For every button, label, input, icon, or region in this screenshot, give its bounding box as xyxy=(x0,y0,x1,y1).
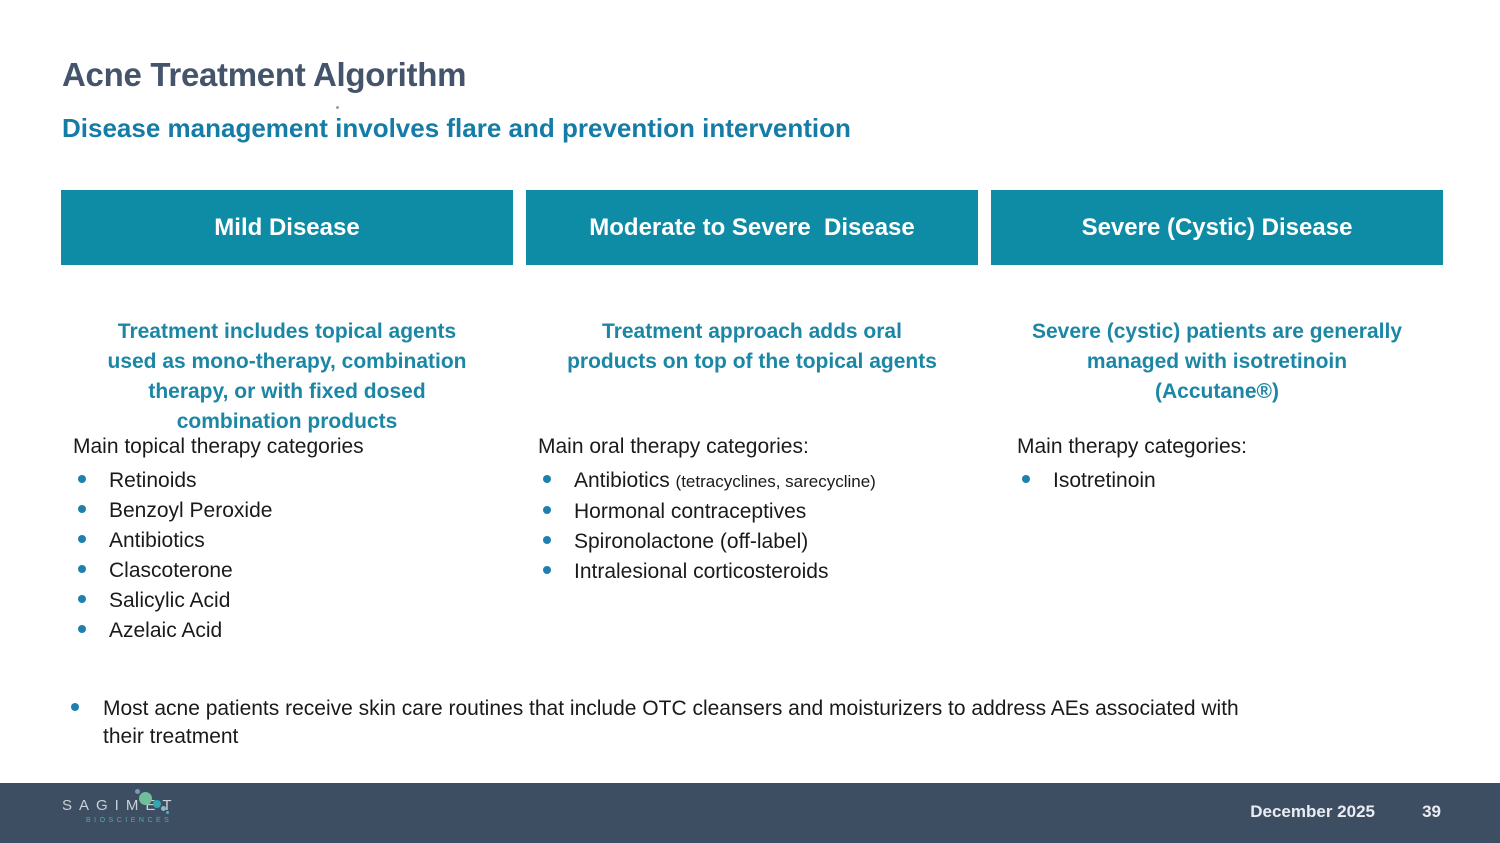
moderate-severe-header: Moderate to Severe Disease xyxy=(526,190,978,265)
list-item-text: Antibiotics xyxy=(109,529,205,552)
bullet-icon xyxy=(78,625,86,633)
moderate-severe-summary: Treatment approach adds oral products on… xyxy=(526,265,978,433)
logo-dot-icon xyxy=(139,792,152,805)
bullet-icon xyxy=(78,505,86,513)
footnote-text: Most acne patients receive skin care rou… xyxy=(103,697,1239,748)
footer-bar: SAGIMET BIOSCIENCES December 2025 39 xyxy=(0,783,1500,843)
list-item-text: Benzoyl Peroxide xyxy=(109,499,273,522)
list-item: Antibiotics xyxy=(61,526,513,556)
logo-dot-icon xyxy=(161,806,166,811)
logo-dots-icon xyxy=(0,783,1500,843)
list-item: Antibiotics (tetracyclines, sarecycline) xyxy=(526,466,978,497)
page-number: 39 xyxy=(1422,802,1441,821)
column-severe-cystic-disease: Severe (Cystic) Disease Severe (cystic) … xyxy=(991,190,1443,646)
footer-date: December 2025 xyxy=(1250,802,1375,821)
list-item-text: Antibiotics (tetracyclines, sarecycline) xyxy=(574,466,876,497)
mild-disease-list: Main topical therapy categories Retinoid… xyxy=(61,433,513,646)
mild-disease-summary-text: Treatment includes topical agents used a… xyxy=(107,320,467,433)
bullet-icon xyxy=(1022,475,1030,483)
moderate-severe-list: Main oral therapy categories: Antibiotic… xyxy=(526,433,978,587)
list-item: Intralesional corticosteroids xyxy=(526,557,978,587)
list-item-text: Hormonal contraceptives xyxy=(574,500,807,523)
list-item-text: Retinoids xyxy=(109,469,197,492)
bullet-icon xyxy=(78,565,86,573)
bullet-icon xyxy=(543,475,551,483)
logo-subtext: BIOSCIENCES xyxy=(86,817,173,824)
logo-dot-icon xyxy=(153,800,161,808)
column-mild-disease: Mild Disease Treatment includes topical … xyxy=(61,190,513,646)
slide-subtitle: Disease management involves flare and pr… xyxy=(62,113,851,143)
mild-disease-header-label: Mild Disease xyxy=(214,213,360,241)
mild-disease-summary: Treatment includes topical agents used a… xyxy=(61,265,513,433)
moderate-severe-summary-text: Treatment approach adds oral products on… xyxy=(567,320,937,373)
list-item-main: Antibiotics xyxy=(574,469,676,492)
list-item: Benzoyl Peroxide xyxy=(61,496,513,526)
severe-cystic-header-label: Severe (Cystic) Disease xyxy=(1081,213,1353,241)
column-moderate-severe-disease: Moderate to Severe Disease Treatment app… xyxy=(526,190,978,646)
bullet-icon xyxy=(78,595,86,603)
logo-dot-icon xyxy=(166,811,169,814)
mild-list-heading: Main topical therapy categories xyxy=(73,435,364,458)
list-item-text: Isotretinoin xyxy=(1053,469,1156,492)
list-item: Salicylic Acid xyxy=(61,586,513,616)
bullet-icon xyxy=(543,536,551,544)
severe-cystic-header: Severe (Cystic) Disease xyxy=(991,190,1443,265)
bullet-icon xyxy=(71,703,79,711)
oral-list: Antibiotics (tetracyclines, sarecycline)… xyxy=(526,466,978,587)
severe-cystic-summary: Severe (cystic) patients are generally m… xyxy=(991,265,1443,433)
bullet-icon xyxy=(78,475,86,483)
list-item-text: Salicylic Acid xyxy=(109,589,231,612)
list-item: Hormonal contraceptives xyxy=(526,497,978,527)
page-title: Acne Treatment Algorithm xyxy=(62,56,467,93)
list-item-text: Clascoterone xyxy=(109,559,233,582)
severe-cystic-list: Main therapy categories: Isotretinoin xyxy=(991,433,1443,496)
mild-disease-header: Mild Disease xyxy=(61,190,513,265)
mild-list: Retinoids Benzoyl Peroxide Antibiotics C… xyxy=(61,466,513,646)
bullet-icon xyxy=(78,535,86,543)
list-item: Azelaic Acid xyxy=(61,616,513,646)
oral-list-heading: Main oral therapy categories: xyxy=(538,435,809,458)
list-item: Isotretinoin xyxy=(991,466,1443,496)
main-therapy-list: Isotretinoin xyxy=(991,466,1443,496)
list-item: Spironolactone (off-label) xyxy=(526,527,978,557)
speck-dot xyxy=(336,106,339,109)
list-item: Retinoids xyxy=(61,466,513,496)
list-item-text: Azelaic Acid xyxy=(109,619,223,642)
treatment-columns: Mild Disease Treatment includes topical … xyxy=(61,190,1443,646)
bullet-icon xyxy=(543,566,551,574)
logo-dot-icon xyxy=(135,789,140,794)
list-item: Clascoterone xyxy=(61,556,513,586)
list-item-text: Spironolactone (off-label) xyxy=(574,530,809,553)
footnote: Most acne patients receive skin care rou… xyxy=(61,695,1440,751)
moderate-severe-header-label: Moderate to Severe Disease xyxy=(589,213,915,241)
main-therapy-list-heading: Main therapy categories: xyxy=(1017,435,1247,458)
list-item-text: Intralesional corticosteroids xyxy=(574,560,829,583)
list-item-note: (tetracyclines, sarecycline) xyxy=(675,472,876,491)
severe-cystic-summary-text: Severe (cystic) patients are generally m… xyxy=(1031,320,1403,403)
bullet-icon xyxy=(543,506,551,514)
